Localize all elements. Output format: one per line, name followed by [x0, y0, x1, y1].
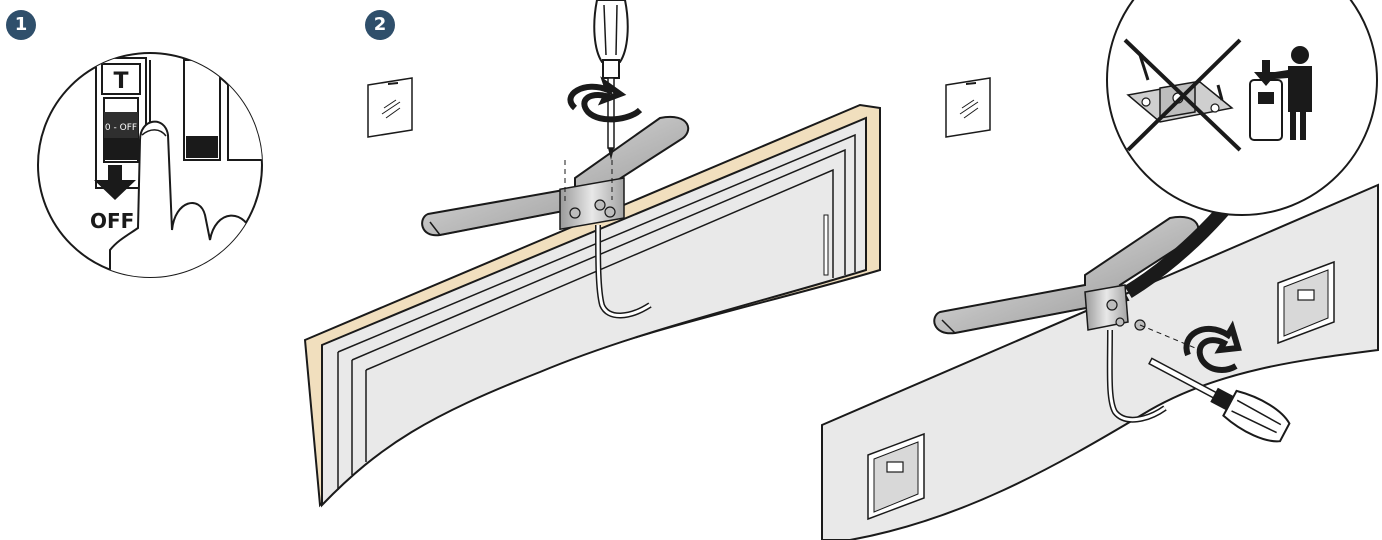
- no-screws-icon: [1123, 38, 1242, 152]
- person-lifting-icon: [1249, 46, 1312, 141]
- mirror-frame-left: [303, 103, 881, 508]
- off-label: OFF: [90, 209, 134, 233]
- light-bar-left: [421, 115, 690, 319]
- mirror-reference-icon: [367, 77, 413, 138]
- screwdriver-icon: [593, 0, 629, 160]
- step-1-badge: 1: [6, 10, 36, 40]
- rotate-arrow-right-icon: [1183, 320, 1242, 373]
- warning-callout: [1106, 0, 1378, 216]
- light-bar-right: [933, 146, 1276, 423]
- breaker-switch-label: 0 - OFF: [105, 123, 137, 133]
- screwdriver-right-icon: [1148, 357, 1291, 443]
- wall-panel-right: [821, 183, 1379, 540]
- breaker-t-label: T: [113, 69, 128, 94]
- step-2-badge: 2: [365, 10, 395, 40]
- rotate-arrow-icon: [567, 76, 643, 123]
- mirror-reference-icon-right: [945, 77, 991, 138]
- breaker-callout: T 0 - OFF OFF: [37, 52, 263, 278]
- down-arrow-icon: [94, 165, 136, 200]
